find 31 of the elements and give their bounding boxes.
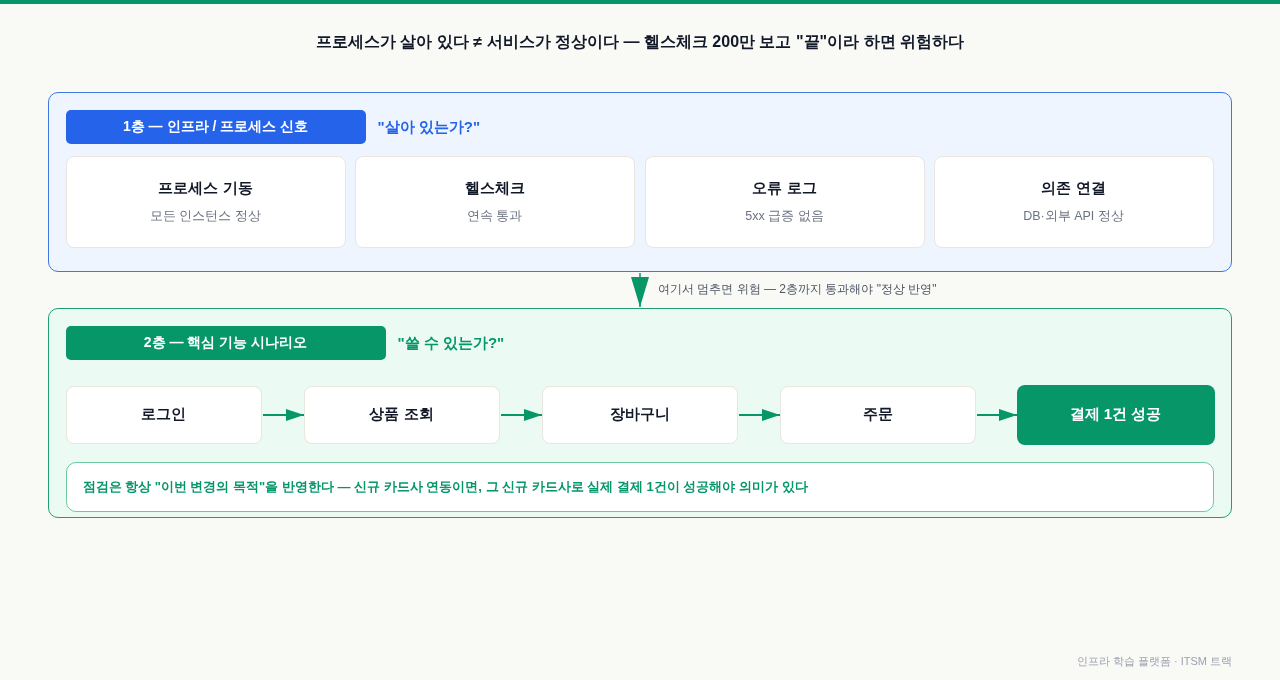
step-box: 장바구니 (541, 385, 738, 444)
footer-text: 인프라 학습 플랫폼 · ITSM 트랙 (1076, 654, 1232, 669)
arrow (976, 409, 1018, 421)
card-title: 오류 로그 (752, 179, 817, 198)
check-card (65, 155, 346, 248)
check-card (644, 155, 925, 248)
layer-header: 2층 — 핵심 기능 시나리오 (65, 325, 386, 360)
question-text: "살아 있는가?" (377, 116, 481, 137)
layer-header: 1층 — 인프라 / 프로세스 신호 (65, 109, 366, 144)
card-subtitle: 모든 인스턴스 정상 (150, 208, 261, 225)
check-card (354, 155, 635, 248)
card-subtitle: 5xx 급증 없음 (745, 208, 824, 225)
question-text: "쓸 수 있는가?" (397, 332, 505, 353)
arrow (631, 272, 649, 308)
step-box: 주문 (779, 385, 976, 444)
arrow (738, 409, 781, 421)
arrow (500, 409, 543, 421)
layer-panel (48, 92, 1232, 272)
card-title: 의존 연결 (1041, 179, 1106, 198)
arrow (262, 409, 305, 421)
check-card (933, 155, 1214, 248)
card-title: 프로세스 기동 (158, 179, 253, 198)
layer-panel (48, 308, 1232, 518)
note-box: 점검은 항상 "이번 변경의 목적"을 반영한다 — 신규 카드사 연동이면, 그 신규 카드사로 실제 결제 1건이 성공해야 의미가 있다 (65, 461, 1214, 512)
card-title: 헬스체크 (464, 179, 525, 198)
card-subtitle: DB·외부 API 정상 (1023, 208, 1124, 225)
card-subtitle: 연속 통과 (466, 208, 523, 225)
step-box: 로그인 (65, 385, 262, 444)
step-box: 상품 조회 (303, 385, 500, 444)
title: 프로세스가 살아 있다 ≠ 서비스가 정상이다 — 헬스체크 200만 보고 "끝"이라 하면 위험하다 (316, 32, 964, 52)
goal-box: 결제 1건 성공 (1016, 384, 1215, 445)
